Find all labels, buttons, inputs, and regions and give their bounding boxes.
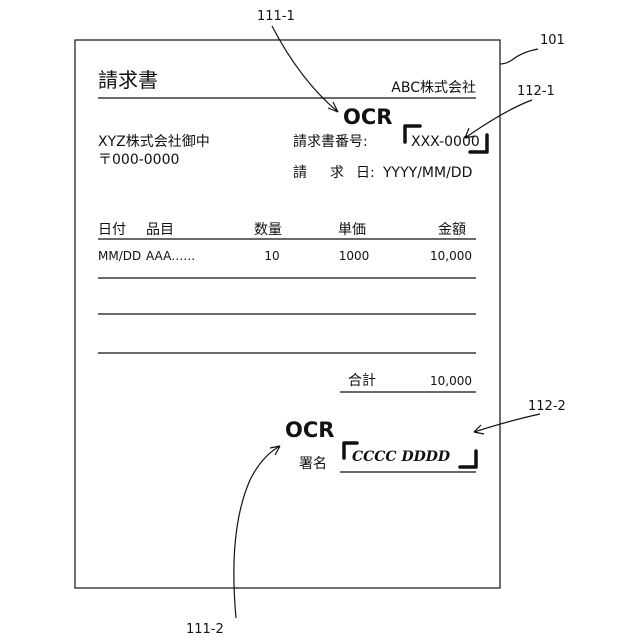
ref-label-111-1: 111-1 <box>257 9 295 24</box>
row-1-item: AAA…… <box>146 249 195 263</box>
row-1-qty: 10 <box>264 249 279 263</box>
issuer-name: ABC株式会社 <box>391 80 476 96</box>
invoice-number-value: XXX-0000 <box>411 134 480 150</box>
ref-leader-111-1 <box>272 26 338 112</box>
ocr-tag-2: OCR <box>285 418 334 442</box>
ref-label-101: 101 <box>540 33 565 48</box>
col-header-date: 日付 <box>98 222 126 238</box>
ocr-tag-1: OCR <box>343 105 392 129</box>
recipient-postal: 〒000-0000 <box>98 152 179 168</box>
ref-label-112-1: 112-1 <box>517 84 555 99</box>
recipient-name: XYZ株式会社御中 <box>98 134 210 150</box>
ref-label-111-2: 111-2 <box>186 622 224 637</box>
total-label: 合計 <box>348 373 376 389</box>
row-1-date: MM/DD <box>98 249 141 263</box>
signature-value: CCCC DDDD <box>352 449 451 465</box>
invoice-title: 請求書 <box>98 68 158 92</box>
date-label-char-2: 求 <box>330 165 344 181</box>
ref-leader-112-2 <box>474 414 540 432</box>
ref-label-112-2: 112-2 <box>528 399 566 414</box>
date-label-char-1: 請 <box>293 165 307 181</box>
col-header-qty: 数量 <box>254 222 282 238</box>
col-header-price: 単価 <box>338 222 366 238</box>
ref-leader-111-2 <box>234 446 280 618</box>
signature-label: 署名 <box>299 456 327 472</box>
field-bracket-2-close <box>460 451 476 467</box>
col-header-amount: 金額 <box>438 222 466 238</box>
ref-leader-112-1 <box>465 100 532 138</box>
date-label-char-3: 日: <box>356 165 375 181</box>
invoice-number-label: 請求書番号: <box>293 134 368 150</box>
total-value: 10,000 <box>430 374 472 388</box>
ref-leader-101 <box>500 49 538 64</box>
row-1-amount: 10,000 <box>430 249 472 263</box>
date-value: YYYY/MM/DD <box>382 165 472 181</box>
row-1-price: 1000 <box>339 249 370 263</box>
col-header-item: 品目 <box>146 222 174 238</box>
